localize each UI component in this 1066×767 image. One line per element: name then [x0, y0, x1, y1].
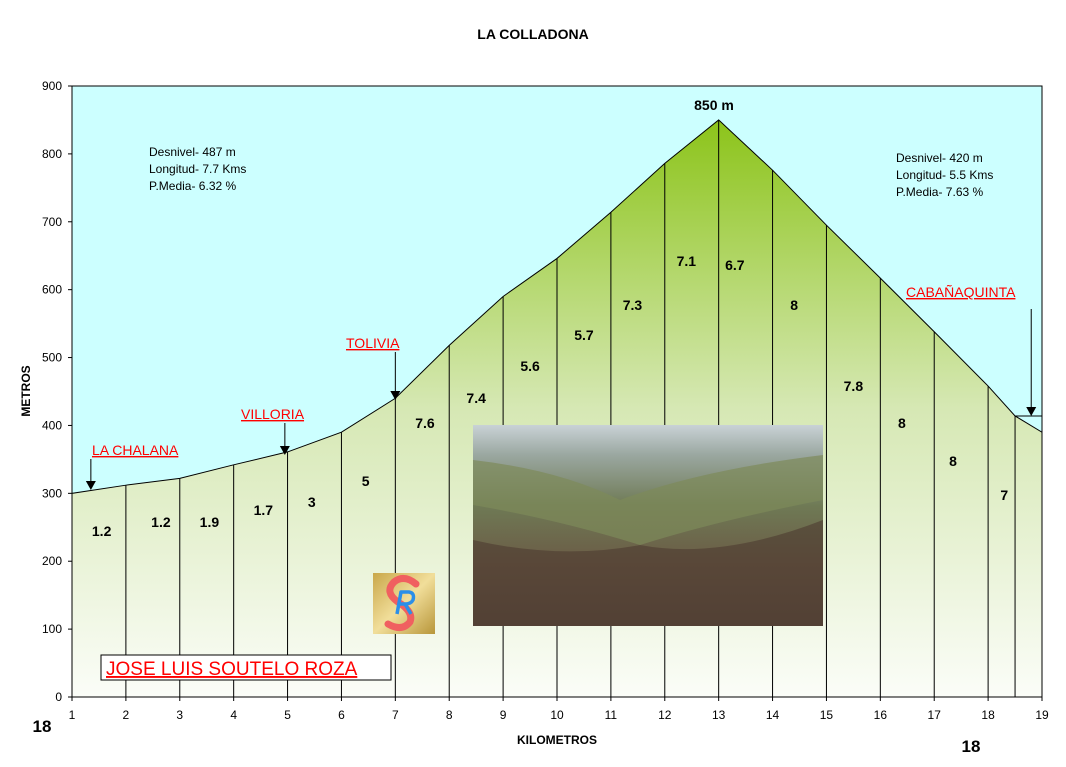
climb-right-longitud: Longitud- 5.5 Kms: [896, 168, 993, 182]
slope-label: 8: [898, 415, 906, 431]
y-tick-label: 200: [42, 554, 62, 568]
x-tick-label: 7: [392, 708, 399, 722]
slope-label: 7.1: [677, 253, 697, 269]
y-tick-label: 900: [42, 79, 62, 93]
slope-label: 3: [308, 494, 316, 510]
arrow-head-icon: [390, 391, 401, 400]
slope-label: 7.3: [623, 297, 643, 313]
corner-number-left: 18: [33, 717, 52, 736]
x-tick-label: 19: [1035, 708, 1049, 722]
x-tick-label: 8: [446, 708, 453, 722]
x-tick-label: 4: [230, 708, 237, 722]
climb-left-info: Desnivel- 487 m Longitud- 7.7 Kms P.Medi…: [149, 145, 246, 193]
slope-label: 8: [949, 453, 957, 469]
x-tick-label: 3: [176, 708, 183, 722]
x-axis-label: KILOMETROS: [517, 733, 597, 747]
x-tick-label: 9: [500, 708, 507, 722]
y-tick-label: 700: [42, 215, 62, 229]
corner-number-right: 18: [962, 737, 981, 756]
y-tick-label: 0: [55, 690, 62, 704]
x-tick-label: 18: [981, 708, 995, 722]
slope-label: 1.2: [151, 514, 171, 530]
place-label-la-chalana: LA CHALANA: [92, 442, 179, 458]
place-label-villoria: VILLORIA: [241, 406, 305, 422]
slope-label: 7.8: [844, 378, 864, 394]
climb-left-media: P.Media- 6.32 %: [149, 179, 236, 193]
slope-label: 1.9: [200, 514, 220, 530]
y-tick-label: 600: [42, 283, 62, 297]
y-axis-label: METROS: [19, 365, 33, 416]
arrow-head-icon: [279, 446, 290, 455]
landscape-photo: [473, 425, 823, 626]
x-tick-label: 1: [69, 708, 76, 722]
slope-label: 7: [1000, 487, 1008, 503]
x-tick-label: 6: [338, 708, 345, 722]
slope-label: 7.6: [415, 415, 435, 431]
x-tick-label: 12: [658, 708, 672, 722]
x-tick-label: 13: [712, 708, 726, 722]
x-tick-label: 15: [820, 708, 834, 722]
arrow-head-icon: [85, 481, 96, 490]
climb-right-media: P.Media- 7.63 %: [896, 185, 983, 199]
climb-left-longitud: Longitud- 7.7 Kms: [149, 162, 246, 176]
slope-label: 5: [362, 473, 370, 489]
place-label-tolivia: TOLIVIA: [346, 335, 400, 351]
place-label-caba-aquinta: CABAÑAQUINTA: [906, 284, 1016, 300]
x-tick-label: 17: [928, 708, 942, 722]
arrow-head-icon: [1026, 407, 1037, 416]
author-name: JOSE LUIS SOUTELO ROZA: [106, 659, 358, 680]
climb-right-info: Desnivel- 420 m Longitud- 5.5 Kms P.Medi…: [896, 151, 993, 199]
chart-title: LA COLLADONA: [477, 26, 588, 42]
y-tick-label: 500: [42, 351, 62, 365]
y-tick-label: 100: [42, 622, 62, 636]
x-tick-label: 14: [766, 708, 780, 722]
x-tick-label: 16: [874, 708, 888, 722]
slope-label: 5.6: [520, 358, 540, 374]
author-box: [100, 654, 392, 681]
climb-right-desnivel: Desnivel- 420 m: [896, 151, 983, 165]
slope-label: 1.2: [92, 523, 112, 539]
climb-left-desnivel: Desnivel- 487 m: [149, 145, 236, 159]
author-logo: [373, 573, 435, 634]
y-tick-label: 300: [42, 486, 62, 500]
logo-r-shape: [395, 590, 416, 615]
slope-label: 7.4: [466, 390, 486, 406]
x-tick-label: 10: [550, 708, 564, 722]
slope-label: 6.7: [725, 257, 745, 273]
slope-label: 8: [790, 297, 798, 313]
slope-label: 1.7: [254, 502, 274, 518]
y-tick-label: 800: [42, 147, 62, 161]
x-tick-label: 11: [605, 708, 618, 722]
y-tick-label: 400: [42, 418, 62, 432]
x-tick-label: 5: [284, 708, 291, 722]
summit-label: 850 m: [694, 97, 734, 113]
x-tick-label: 2: [123, 708, 130, 722]
slope-label: 5.7: [574, 327, 594, 343]
